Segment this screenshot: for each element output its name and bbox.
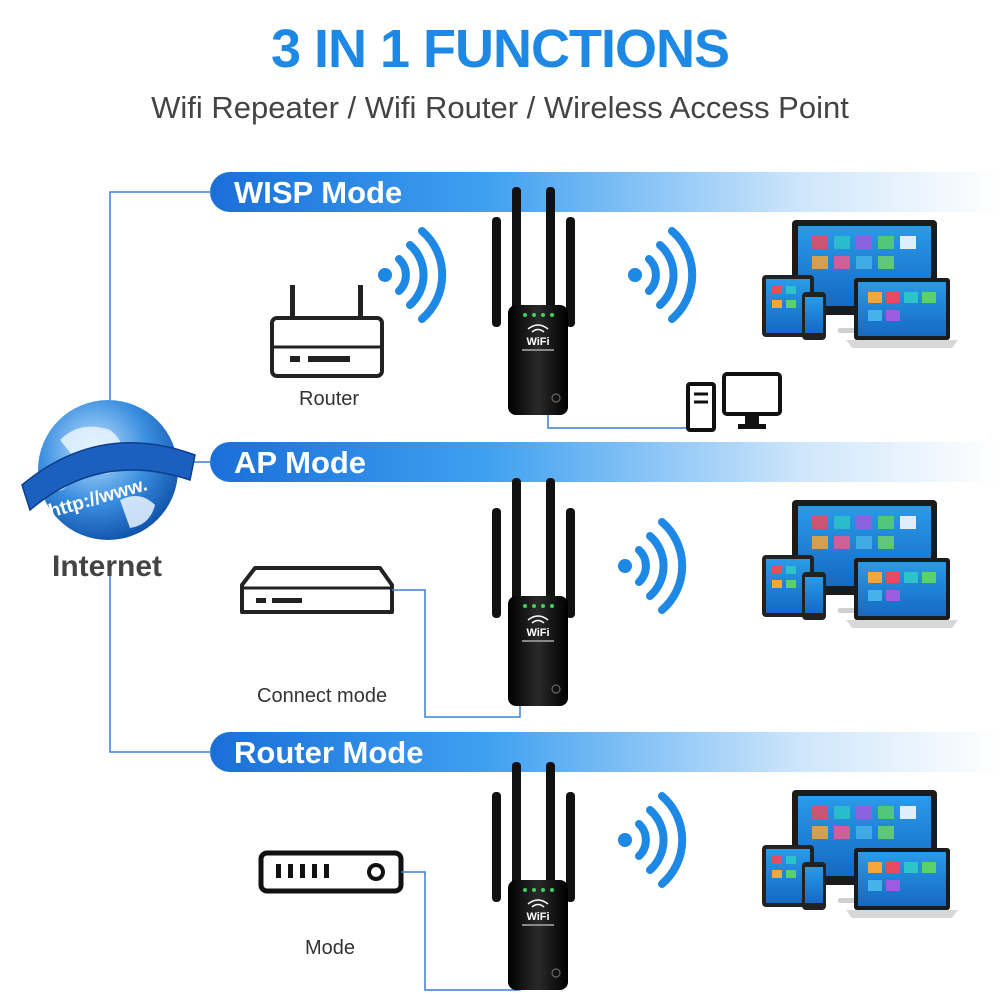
desktop-pc-icon bbox=[686, 372, 782, 432]
client-devices-icon bbox=[762, 220, 958, 348]
mode-label: Mode bbox=[305, 937, 356, 959]
router-icon bbox=[270, 285, 384, 378]
wifi-extender-device bbox=[491, 761, 576, 991]
ap-mode-banner: AP Mode bbox=[210, 442, 1000, 482]
ethernet-cable bbox=[392, 589, 521, 718]
wifi-extender-device bbox=[491, 477, 576, 707]
connector-router bbox=[109, 560, 212, 753]
globe-icon: http://www. bbox=[21, 400, 196, 540]
wisp-mode-banner: WISP Mode bbox=[210, 172, 1000, 212]
wifi-extender-device bbox=[491, 186, 576, 416]
page-title: 3 IN 1 FUNCTIONS bbox=[270, 19, 730, 79]
modem-box-icon bbox=[258, 850, 404, 894]
ap-mode-label: AP Mode bbox=[234, 445, 367, 480]
router-mode-label: Router Mode bbox=[234, 735, 424, 770]
wifi-waves-icon bbox=[618, 522, 682, 610]
client-devices-icon bbox=[762, 500, 958, 628]
router-label: Router bbox=[299, 388, 360, 410]
wifi-waves-icon bbox=[618, 796, 682, 884]
client-devices-icon bbox=[762, 790, 958, 918]
connect-mode-label: Connect mode bbox=[257, 685, 388, 707]
router-mode-banner: Router Mode bbox=[210, 732, 1000, 772]
page-subtitle: Wifi Repeater / Wifi Router / Wireless A… bbox=[151, 90, 849, 125]
modem-icon bbox=[240, 566, 394, 614]
wifi-waves-icon bbox=[378, 231, 442, 319]
wisp-mode-label: WISP Mode bbox=[234, 175, 403, 210]
ethernet-cable bbox=[547, 415, 692, 429]
internet-label: Internet bbox=[52, 550, 163, 583]
connector-wisp bbox=[109, 191, 212, 400]
ethernet-cable bbox=[401, 871, 521, 991]
wifi-waves-icon bbox=[628, 231, 692, 319]
